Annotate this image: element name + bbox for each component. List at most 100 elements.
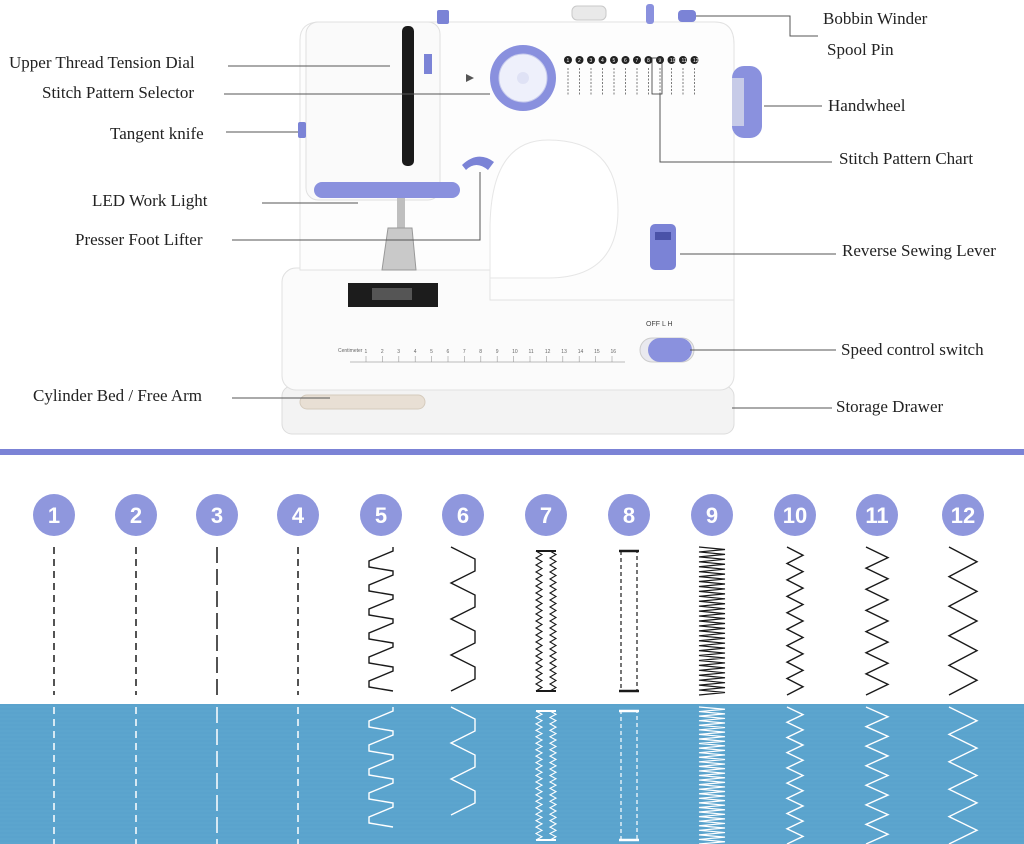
- mini-badge-number: 4: [601, 58, 604, 64]
- label-stitch-pattern-chart: Stitch Pattern Chart: [839, 149, 974, 168]
- stitch-line: [548, 550, 558, 692]
- mini-badge: [621, 56, 630, 64]
- spool-pin-shape: [646, 4, 654, 24]
- mini-badge: [679, 56, 687, 64]
- label-spool-pin: Spool Pin: [827, 40, 894, 59]
- mini-badge: [598, 56, 607, 64]
- stitch-number: 11: [865, 503, 888, 528]
- led-work-light-strip: [314, 182, 460, 198]
- section-divider: [0, 449, 1024, 455]
- label-reverse-sewing-lever: Reverse Sewing Lever: [842, 241, 996, 260]
- mini-badge-number: 9: [659, 58, 662, 64]
- stitch-line: [698, 706, 726, 844]
- label-speed-control-switch: Speed control switch: [841, 340, 984, 359]
- mini-badge: [610, 56, 618, 64]
- leader-bobbin-winder: [696, 15, 818, 37]
- ruler-number: 7: [463, 349, 466, 355]
- stitch-number-badge: [360, 494, 402, 536]
- stitch-number-badge: [942, 494, 984, 536]
- mini-badge-number: 7: [636, 58, 639, 64]
- stitch-number-badge: [774, 494, 816, 536]
- stitch-number-badge: [442, 494, 484, 536]
- stitch-line: [449, 706, 476, 816]
- ruler-number: 8: [479, 349, 482, 355]
- stitch-number-badge: [608, 494, 650, 536]
- stitch-line: [368, 707, 394, 828]
- stitch-number-badge: [33, 494, 75, 536]
- ruler-number: 15: [594, 349, 600, 355]
- mini-badge: [667, 56, 676, 64]
- label-stitch-pattern-selector: Stitch Pattern Selector: [42, 83, 195, 102]
- ruler-number: 3: [397, 349, 400, 355]
- label-cylinder-bed: Cylinder Bed / Free Arm: [33, 386, 203, 405]
- ruler-number: 2: [381, 349, 384, 355]
- mini-badge-number: 10: [670, 58, 676, 64]
- mini-badge-number: 12: [693, 58, 699, 64]
- stitch-line: [449, 546, 476, 692]
- mini-badge: [564, 56, 572, 64]
- stitch-line: [368, 547, 394, 692]
- tangent-knife-shape: [298, 122, 306, 138]
- ruler-number: 1: [365, 349, 368, 355]
- stitch-number: 10: [783, 503, 807, 528]
- leader-stitch-chart: [659, 94, 832, 163]
- reverse-lever-shape: [650, 224, 676, 270]
- stitch-line: [947, 706, 979, 844]
- stitch-number: 12: [951, 503, 975, 528]
- tension-dial: [402, 26, 414, 166]
- ruler-number: 6: [447, 349, 450, 355]
- ruler-number: 11: [529, 349, 534, 355]
- label-bobbin-winder: Bobbin Winder: [823, 9, 928, 28]
- storage-drawer-shape: [281, 385, 735, 435]
- mini-badge-number: 8: [647, 58, 650, 64]
- mini-badge-number: 2: [578, 58, 581, 64]
- stitch-number: 3: [211, 503, 223, 528]
- ruler-number: 14: [578, 349, 584, 355]
- stitch-number: 9: [706, 503, 718, 528]
- stitch-number: 4: [292, 503, 305, 528]
- label-upper-thread-tension-dial: Upper Thread Tension Dial: [9, 53, 195, 72]
- mini-badge: [587, 56, 595, 64]
- stitch-number: 1: [48, 503, 60, 528]
- label-led-work-light: LED Work Light: [92, 191, 208, 210]
- mini-badge: [690, 56, 699, 64]
- leader-presser-foot: [232, 172, 481, 241]
- fabric-swatch: [0, 704, 1024, 844]
- mini-badge-number: 11: [682, 58, 687, 64]
- stitch-line: [534, 710, 544, 841]
- ruler-number: 10: [512, 349, 518, 355]
- ruler-number: 13: [561, 349, 567, 355]
- speed-switch-markings: OFF L H: [646, 321, 673, 328]
- stitch-line: [864, 546, 890, 696]
- mini-badge-number: 3: [590, 58, 593, 64]
- ruler-number: 12: [545, 349, 551, 355]
- mini-badge: [633, 56, 641, 64]
- stitch-line: [785, 546, 805, 696]
- stitch-number-badge: [277, 494, 319, 536]
- stitch-line: [864, 706, 890, 844]
- stitch-number-badge: [525, 494, 567, 536]
- mini-badge: [644, 56, 653, 64]
- stitch-number: 8: [623, 503, 635, 528]
- stitch-line: [548, 710, 558, 841]
- stitch-line: [947, 546, 979, 696]
- label-handwheel: Handwheel: [828, 96, 906, 115]
- label-storage-drawer: Storage Drawer: [836, 397, 944, 416]
- mini-badge-number: 6: [624, 58, 627, 64]
- mini-badge-number: 5: [613, 58, 616, 64]
- stitch-number-badge: [691, 494, 733, 536]
- ruler-number: 4: [414, 349, 417, 355]
- ruler-number: 5: [430, 349, 433, 355]
- ruler-number: 9: [496, 349, 499, 355]
- stitch-number: 2: [130, 503, 142, 528]
- stitch-line: [698, 546, 726, 696]
- stitch-number: 6: [457, 503, 469, 528]
- stitch-number-badge: [115, 494, 157, 536]
- stitch-number: 7: [540, 503, 552, 528]
- bobbin-winder-shape: [678, 10, 696, 22]
- label-tangent-knife: Tangent knife: [110, 124, 204, 143]
